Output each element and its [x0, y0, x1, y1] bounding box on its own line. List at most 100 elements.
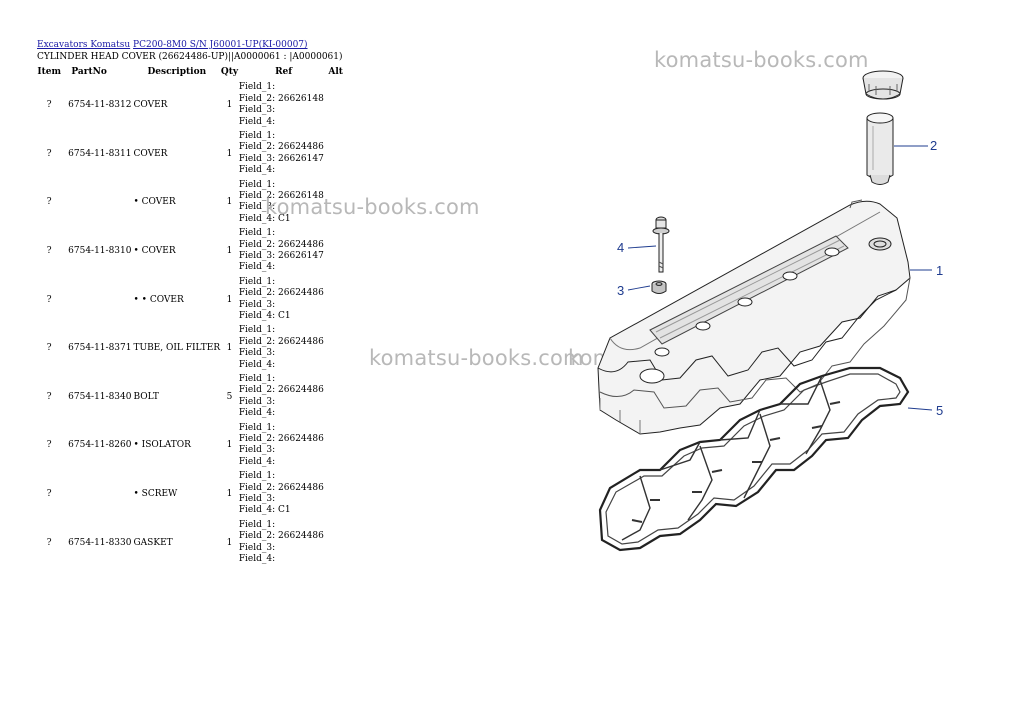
- ref-field: Field_4:: [238, 408, 276, 419]
- page-title: CYLINDER HEAD COVER (26624486-UP)||A0000…: [37, 52, 343, 62]
- cell-qty: 1: [226, 246, 233, 257]
- cell-partno: 6754-11-8312: [68, 100, 132, 111]
- ref-field: Field_4:: [238, 116, 276, 127]
- callout-label-4: 4: [617, 240, 624, 255]
- callout-label-1: 1: [936, 263, 943, 278]
- cell-item: ?: [46, 197, 52, 208]
- ref-field: Field_4:: [238, 359, 276, 370]
- ref-field: Field_1:: [238, 374, 276, 385]
- cell-partno: 6754-11-8310: [68, 246, 132, 257]
- cell-description: GASKET: [133, 537, 173, 548]
- cell-qty: 1: [226, 489, 233, 500]
- cell-alt: [328, 130, 343, 179]
- column-header-partno: PartNo: [71, 67, 107, 77]
- column-header-qty: Qty: [220, 67, 239, 77]
- cell-description: COVER: [133, 148, 168, 159]
- ref-field: Field_1:: [238, 228, 276, 239]
- cell-qty: 1: [226, 343, 233, 354]
- cell-description: • • COVER: [133, 294, 184, 305]
- ref-field: Field_1:: [238, 82, 276, 93]
- ref-field: Field_4:: [238, 554, 276, 565]
- table-row: ? 6754-11-8260• ISOLATOR 1 Field_1:Field_2:…: [37, 421, 343, 470]
- cell-description: • COVER: [133, 197, 176, 208]
- ref-field: Field_2: 26626148: [238, 93, 324, 104]
- cell-item: ?: [46, 440, 52, 451]
- ref-field: Field_2: 26624486: [238, 531, 324, 542]
- ref-field: Field_2: 26624486: [238, 434, 324, 445]
- ref-field: Field_2: 26624486: [238, 239, 324, 250]
- watermark-text: komatsu-books.com: [369, 346, 584, 370]
- filler-cap-drawing: [862, 70, 904, 100]
- watermark-text: komatsu-books.com: [265, 195, 480, 219]
- callout-label-5: 5: [936, 403, 943, 418]
- ref-field: Field_4: C1: [238, 505, 291, 516]
- table-header-row: Item PartNo Description Qty Ref Alt: [37, 67, 343, 81]
- cell-item: ?: [46, 246, 52, 257]
- cell-alt: [328, 275, 343, 324]
- cell-item: ?: [46, 148, 52, 159]
- watermark-text: komatsu-books.com: [654, 48, 869, 72]
- cell-item: ?: [46, 294, 52, 305]
- cell-item: ?: [46, 343, 52, 354]
- cell-alt: [328, 81, 343, 130]
- ref-field: Field_3:: [238, 542, 276, 553]
- column-header-ref: Ref: [275, 67, 293, 77]
- cell-qty: 1: [226, 294, 233, 305]
- cell-item: ?: [46, 391, 52, 402]
- cell-alt: [328, 324, 343, 373]
- gasket-drawing: [598, 366, 910, 552]
- cell-partno: 6754-11-8340: [68, 391, 132, 402]
- cell-qty: 1: [226, 197, 233, 208]
- cell-partno: [67, 178, 131, 227]
- cell-partno: 6754-11-8371: [68, 343, 132, 354]
- cell-partno: 6754-11-8260: [68, 440, 132, 451]
- ref-field: Field_2: 26624486: [238, 336, 324, 347]
- ref-field: Field_3:: [238, 445, 276, 456]
- ref-field: Field_2: 26624486: [238, 288, 324, 299]
- breadcrumb-link-excavators[interactable]: Excavators Komatsu: [37, 40, 131, 50]
- ref-field: Field_3:: [238, 105, 276, 116]
- cell-description: • ISOLATOR: [133, 440, 191, 451]
- ref-field: Field_3:: [238, 299, 276, 310]
- callout-label-3: 3: [617, 283, 624, 298]
- isolator-drawing: [651, 280, 667, 294]
- valve-cover-drawing: [597, 199, 911, 435]
- parts-diagram: 1 2 3 4 5: [597, 70, 943, 552]
- oil-filler-tube-drawing: [866, 112, 894, 185]
- ref-field: Field_1:: [238, 179, 276, 190]
- cell-qty: 1: [226, 440, 233, 451]
- ref-field: Field_1:: [238, 422, 276, 433]
- ref-field: Field_1:: [238, 276, 276, 287]
- callout-leaders: [627, 145, 933, 411]
- cell-description: • SCREW: [133, 489, 178, 500]
- ref-field: Field_4: C1: [238, 311, 291, 322]
- cell-qty: 1: [226, 148, 233, 159]
- cell-alt: [328, 373, 343, 422]
- cell-description: • COVER: [133, 246, 176, 257]
- ref-field: Field_4:: [238, 262, 276, 273]
- ref-field: Field_1:: [238, 325, 276, 336]
- cell-description: COVER: [133, 100, 168, 111]
- callout-label-2: 2: [930, 138, 937, 153]
- ref-field: Field_4: C1: [238, 213, 291, 224]
- ref-field: Field_3:: [238, 348, 276, 359]
- cell-alt: [328, 227, 343, 276]
- ref-field: Field_2: 26624486: [238, 482, 324, 493]
- breadcrumb-link-model[interactable]: PC200-8M0 S/N J60001-UP(KI-00007): [133, 40, 308, 50]
- column-header-description: Description: [147, 67, 207, 77]
- column-header-alt: Alt: [328, 67, 343, 77]
- ref-field: Field_2: 26626148: [238, 191, 324, 202]
- cell-qty: 1: [226, 537, 233, 548]
- column-header-item: Item: [37, 67, 61, 77]
